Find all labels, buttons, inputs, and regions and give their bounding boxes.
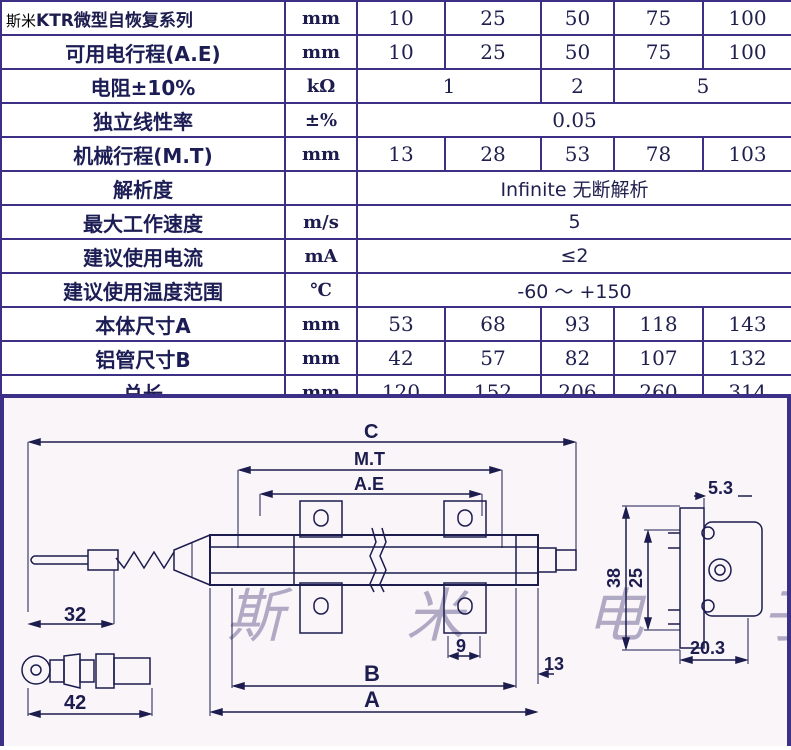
table-cell: 143 [702, 306, 791, 342]
header-value: 50 [540, 0, 615, 36]
row-label: 本体尺寸A [0, 306, 286, 342]
row-unit: mm [284, 34, 358, 70]
table-cell: ≤2 [356, 238, 791, 274]
table-cell: 132 [702, 340, 791, 376]
table-cell: 53 [356, 306, 446, 342]
table-cell: 5 [613, 68, 791, 104]
table-cell: 82 [540, 340, 615, 376]
watermark-char: 子 [762, 582, 787, 650]
table-cell: 100 [702, 34, 791, 70]
table-cell: 50 [540, 34, 615, 70]
row-label: 铝管尺寸B [0, 340, 286, 376]
row-label: 电阻±10% [0, 68, 286, 104]
row-label: 可用电行程(A.E) [0, 34, 286, 70]
table-cell: 28 [444, 136, 542, 172]
dim-label-a: A [364, 687, 380, 712]
table-cell: 42 [356, 340, 446, 376]
table-row: 建议使用电流 mA ≤2 [0, 238, 791, 274]
brand-prefix: 斯米 [6, 11, 37, 30]
dim-label-25: 25 [626, 568, 646, 588]
table-row: 铝管尺寸B mm 42 57 82 107 132 [0, 340, 791, 376]
table-row: 建议使用温度范围 ℃ -60 ～ +150 [0, 272, 791, 308]
table-cell: 13 [356, 136, 446, 172]
row-unit [284, 170, 358, 206]
table-cell: 53 [540, 136, 615, 172]
row-label: 独立线性率 [0, 102, 286, 138]
table-cell: 118 [613, 306, 704, 342]
dimension-drawing-panel: 斯 米 电 子 [0, 394, 791, 746]
table-cell: 5 [356, 204, 791, 240]
dim-label-20-3: 20.3 [690, 638, 725, 658]
dim-label-13: 13 [544, 654, 564, 674]
table-row: 最大工作速度 m/s 5 [0, 204, 791, 240]
row-unit: m/s [284, 204, 358, 240]
dim-label-42: 42 [64, 692, 86, 714]
series-name: KTR微型自恢复系列 [36, 10, 193, 31]
table-cell: 107 [613, 340, 704, 376]
watermark-char: 电 [586, 582, 647, 650]
dim-label-38: 38 [604, 568, 624, 588]
row-label: 建议使用电流 [0, 238, 286, 274]
header-value: 75 [613, 0, 704, 36]
header-value: 100 [702, 0, 791, 36]
row-label: 建议使用温度范围 [0, 272, 286, 308]
table-cell: 1 [356, 68, 542, 104]
table-cell: Infinite 无断解析 [356, 170, 791, 206]
table-header-row: 斯米KTR微型自恢复系列 mm 10 25 50 75 100 [0, 0, 791, 36]
row-label: 最大工作速度 [0, 204, 286, 240]
table-cell: 75 [613, 34, 704, 70]
table-cell: 0.05 [356, 102, 791, 138]
table-row: 独立线性率 ±% 0.05 [0, 102, 791, 138]
row-unit: kΩ [284, 68, 358, 104]
dim-label-9: 9 [456, 636, 466, 656]
row-unit: mm [284, 136, 358, 172]
table-row: 可用电行程(A.E) mm 10 25 50 75 100 [0, 34, 791, 70]
row-unit: ±% [284, 102, 358, 138]
dim-label-mt: M.T [354, 449, 385, 469]
spec-table: 斯米KTR微型自恢复系列 mm 10 25 50 75 100 可用电行程(A.… [0, 0, 791, 410]
table-cell: 25 [444, 34, 542, 70]
table-row: 解析度 Infinite 无断解析 [0, 170, 791, 206]
table-cell: 103 [702, 136, 791, 172]
row-unit: mm [284, 340, 358, 376]
table-cell: 93 [540, 306, 615, 342]
watermark-char: 米 [406, 582, 469, 650]
table-cell: 2 [540, 68, 615, 104]
dim-label-b: B [364, 661, 380, 686]
table-cell: -60 ～ +150 [356, 272, 791, 308]
header-value: 25 [444, 0, 542, 36]
dimension-drawing: 斯 米 电 子 [21, 421, 787, 719]
dim-label-ae: A.E [354, 474, 384, 494]
dim-label-c: C [364, 421, 378, 443]
row-label: 解析度 [0, 170, 286, 206]
series-title: 斯米KTR微型自恢复系列 [0, 0, 286, 36]
table-cell: 68 [444, 306, 542, 342]
row-label: 机械行程(M.T) [0, 136, 286, 172]
table-cell: 10 [356, 34, 446, 70]
dim-label-5-3: 5.3 [708, 478, 733, 498]
row-unit: mm [284, 306, 358, 342]
row-unit: mA [284, 238, 358, 274]
row-unit: ℃ [284, 272, 358, 308]
header-value: 10 [356, 0, 446, 36]
table-cell: 57 [444, 340, 542, 376]
watermark-char: 斯 [226, 582, 293, 650]
table-cell: 78 [613, 136, 704, 172]
table-row: 本体尺寸A mm 53 68 93 118 143 [0, 306, 791, 342]
table-row: 电阻±10% kΩ 1 2 5 [0, 68, 791, 104]
dim-label-32: 32 [64, 604, 86, 626]
table-row: 机械行程(M.T) mm 13 28 53 78 103 [0, 136, 791, 172]
header-unit: mm [284, 0, 358, 36]
